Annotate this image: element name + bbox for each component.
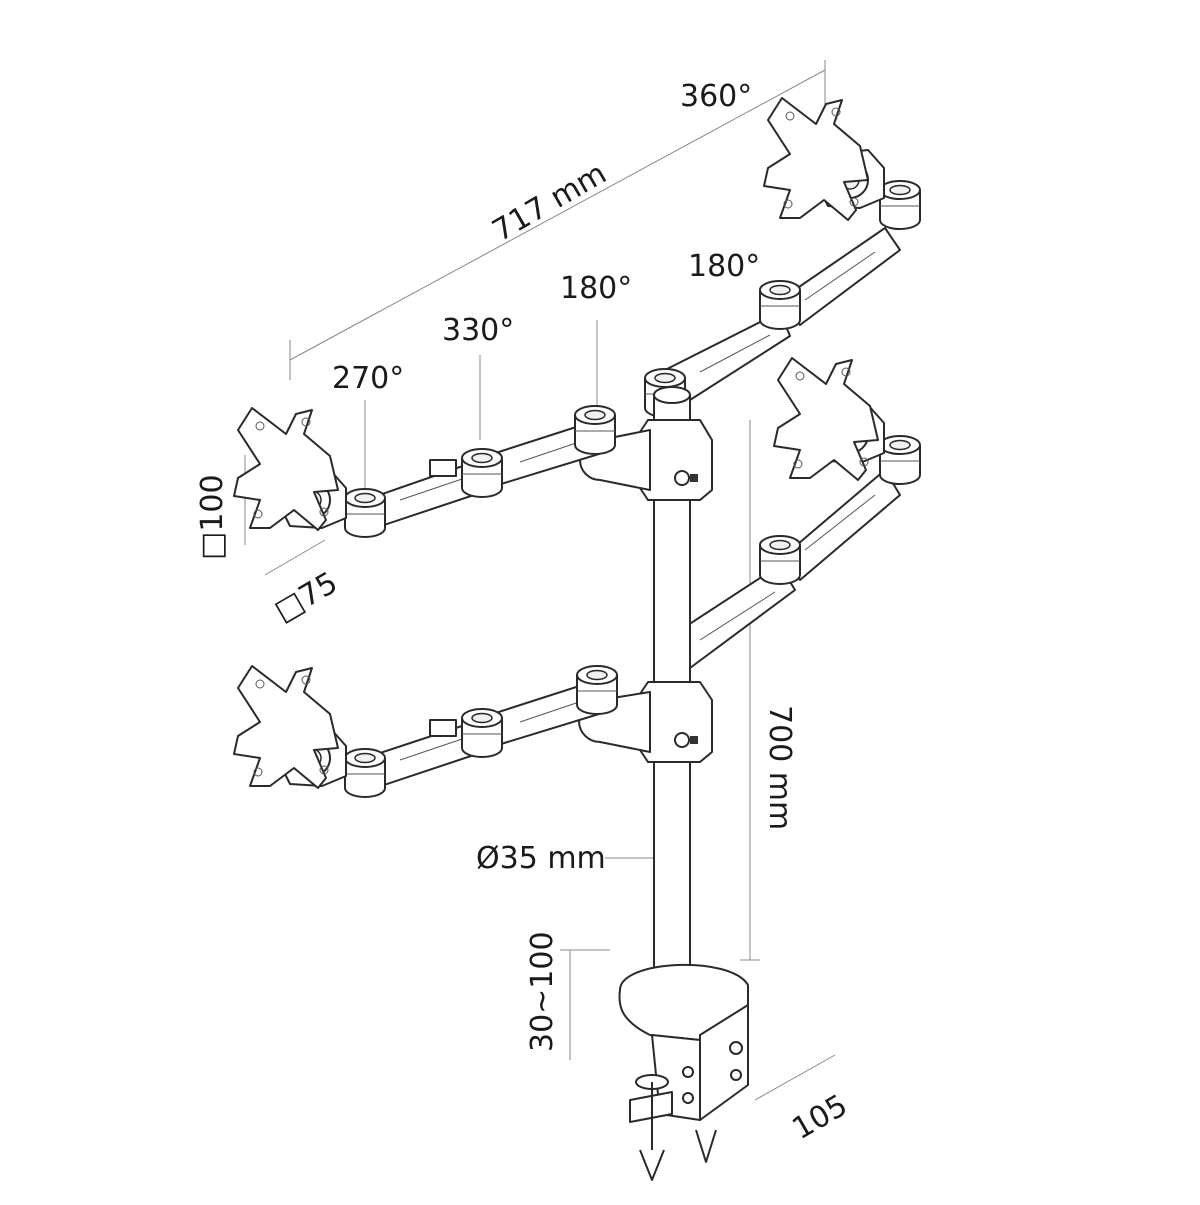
- vesa-plate-upper-left: [233, 407, 339, 531]
- desk-clamp: [618, 963, 749, 1181]
- label-rotation-180-upper: 180°: [688, 249, 760, 284]
- vesa-plate-top-right: [763, 97, 869, 221]
- vesa-plate-lower-left: [233, 665, 339, 789]
- label-rotation-180-mid: 180°: [560, 271, 632, 306]
- label-vesa-100: □100: [195, 474, 230, 560]
- label-vesa-75: □75: [269, 565, 344, 629]
- label-pole-height: 700 mm: [762, 705, 797, 830]
- label-rotation-270: 270°: [332, 361, 404, 396]
- label-clamp-range: 30~100: [525, 931, 560, 1052]
- label-rotation-330: 330°: [442, 313, 514, 348]
- upper-right-arm: [644, 97, 921, 418]
- label-clamp-depth: 105: [787, 1088, 854, 1147]
- vesa-plate-mid-right: [773, 357, 879, 481]
- label-pole-diameter: Ø35 mm: [476, 841, 606, 876]
- dimension-lines: [244, 60, 836, 1101]
- label-width: 717 mm: [487, 156, 613, 249]
- upper-left-arm: [233, 405, 616, 538]
- lower-left-arm: [233, 665, 618, 798]
- label-rotation-360: 360°: [680, 79, 752, 114]
- lower-right-arm: [664, 357, 921, 669]
